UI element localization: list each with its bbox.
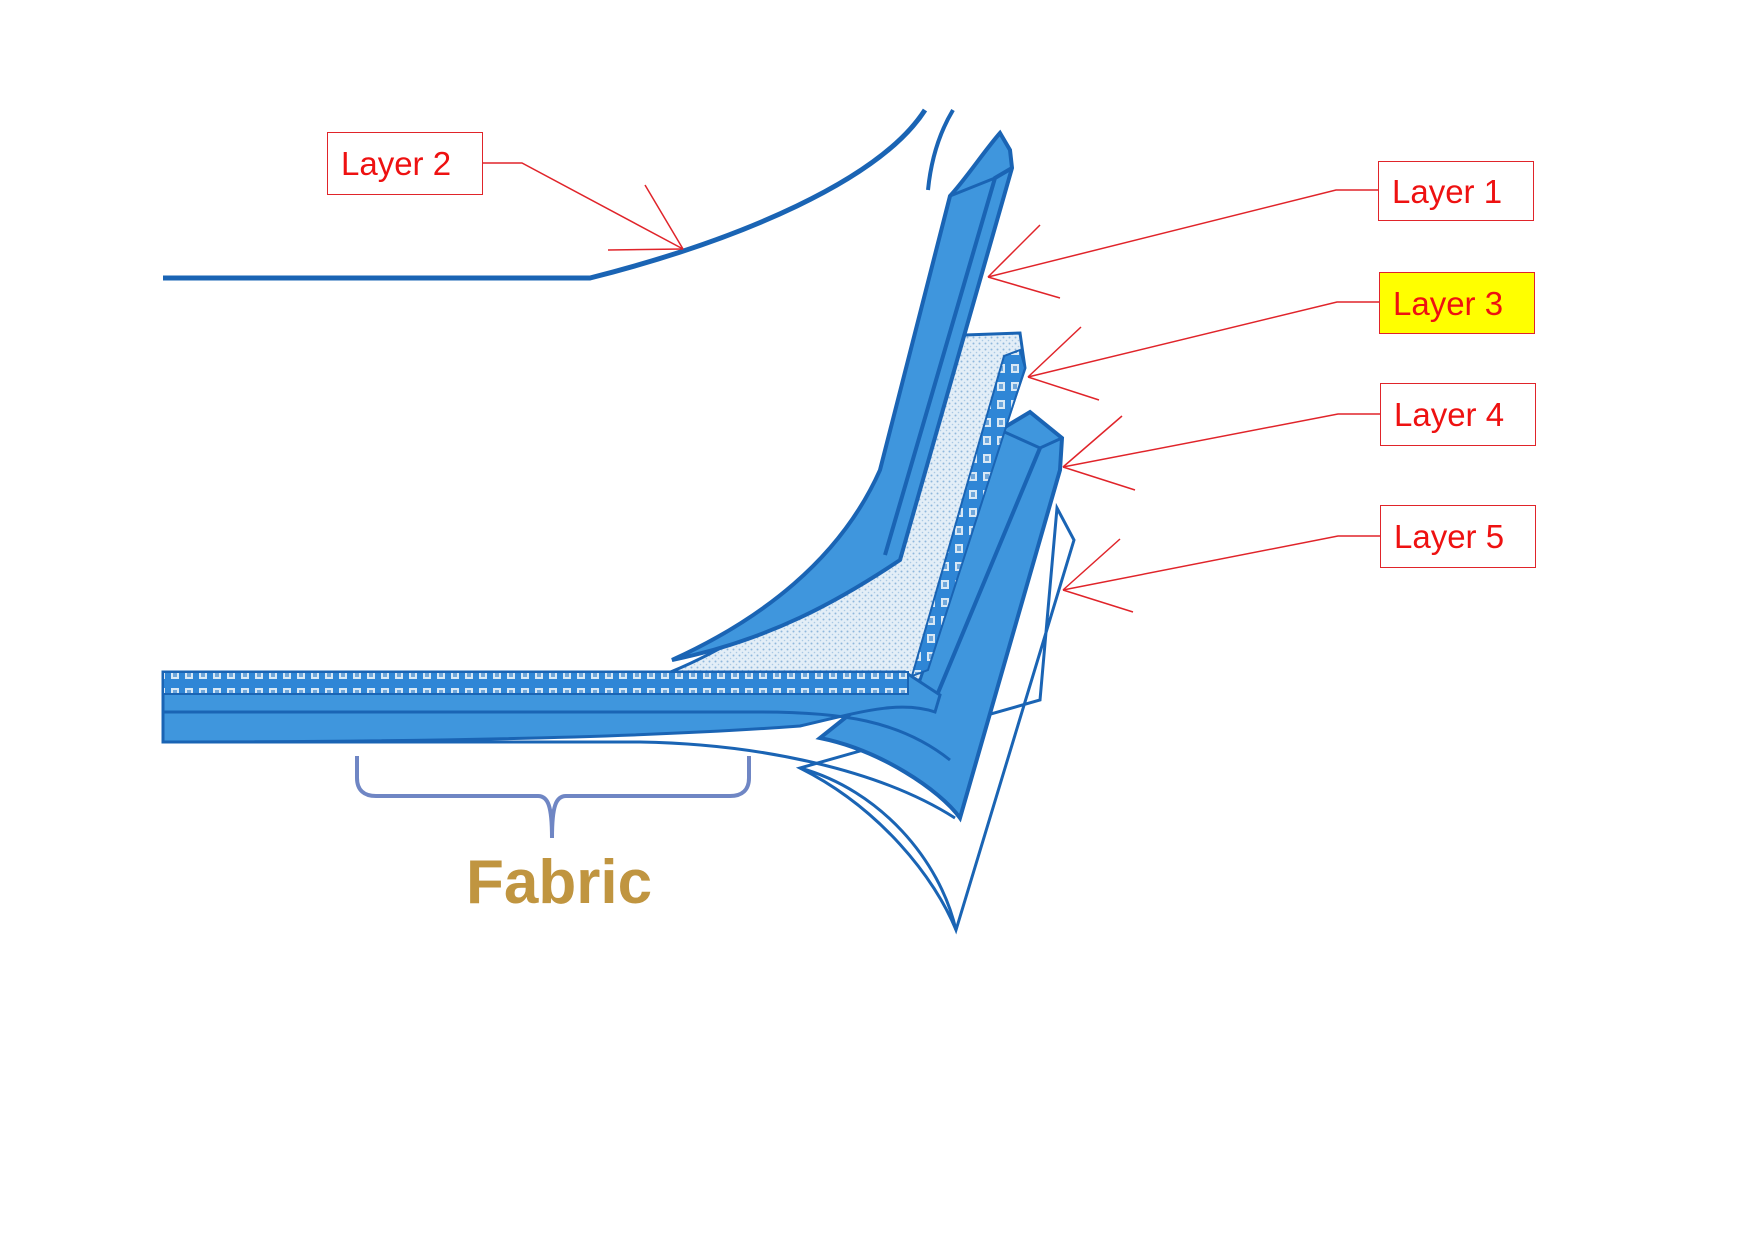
layer-5-sheet: [795, 502, 1076, 935]
label-layer-4: Layer 4: [1380, 383, 1536, 446]
label-layer-1: Layer 1: [1378, 161, 1534, 221]
label-layer-4-text: Layer 4: [1394, 396, 1505, 433]
callout-layer-5: [1062, 535, 1380, 613]
label-layer-1-text: Layer 1: [1392, 172, 1503, 210]
layer-1-sheet: [671, 129, 1015, 662]
label-layer-2-text: Layer 2: [341, 145, 452, 182]
label-layer-2: Layer 2: [327, 132, 483, 195]
layer-2-sheet: [163, 108, 955, 281]
label-layer-3: Layer 3: [1379, 272, 1535, 334]
callout-layer-4: [1062, 413, 1380, 491]
label-layer-5-text: Layer 5: [1394, 518, 1505, 555]
callout-layer-1: [987, 189, 1378, 299]
callout-layer-3: [1027, 301, 1379, 401]
fabric-label: Fabric: [466, 848, 653, 917]
callout-layer-2: [483, 162, 684, 251]
fabric-base-strip: [161, 670, 956, 820]
label-layer-3-text: Layer 3: [1393, 284, 1504, 322]
label-layer-5: Layer 5: [1380, 505, 1536, 568]
fabric-brace-icon: [355, 756, 751, 839]
